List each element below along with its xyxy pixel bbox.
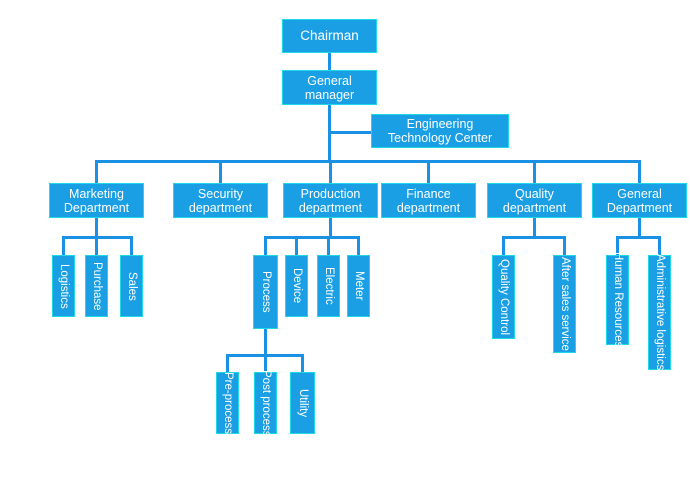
node-quality-line2: department: [502, 200, 567, 215]
connector-drop-administrative-logistics: [658, 236, 661, 256]
node-electric-label: Electric: [322, 267, 335, 305]
node-security-line2: department: [188, 200, 253, 215]
connector-quality-stem: [533, 218, 536, 238]
node-production-line2: department: [298, 200, 363, 215]
node-general-dept-line2: Department: [606, 200, 673, 215]
node-after-sales-service-label: After sales service: [558, 257, 571, 351]
node-general-manager-line2: manager: [304, 87, 355, 102]
node-general-department-label: General Department: [607, 187, 672, 215]
node-marketing-department[interactable]: Marketing Department: [49, 183, 144, 218]
node-security-department[interactable]: Security department: [173, 183, 268, 218]
node-production-department-label: Production department: [299, 187, 362, 215]
node-finance-department-label: Finance department: [397, 187, 460, 215]
node-process-label: Process: [259, 271, 272, 313]
node-device-label: Device: [290, 268, 303, 304]
node-general-dept-line1: General: [617, 186, 662, 201]
node-general-manager-line1: General: [307, 73, 352, 88]
connector-drop-logistics: [62, 236, 65, 256]
connector-drop-post-process: [264, 354, 267, 374]
node-chairman-label: Chairman: [300, 28, 359, 44]
node-production-line1: Production: [300, 186, 361, 201]
node-sales[interactable]: Sales: [120, 255, 143, 317]
node-chairman[interactable]: Chairman: [282, 19, 377, 53]
node-quality-department[interactable]: Quality department: [487, 183, 582, 218]
node-security-line1: Security: [197, 186, 244, 201]
connector-general-department-bus: [616, 236, 661, 239]
connector-drop-sales: [130, 236, 133, 256]
node-finance-line1: Finance: [406, 186, 451, 201]
node-post-process-label: Post process: [259, 369, 272, 437]
connector-process-stem: [264, 328, 267, 356]
node-purchase-label: Purchase: [90, 261, 103, 311]
node-quality-control[interactable]: Quality Control: [492, 255, 515, 339]
node-human-resources[interactable]: Human Resources: [606, 252, 629, 348]
node-pre-process-label: Pre-process: [221, 372, 234, 434]
node-engineering-technology-center-label: Engineering Technology Center: [388, 117, 492, 145]
connector-drop-security: [219, 160, 222, 183]
node-administrative-logistics-label: Administrative logistics: [653, 254, 666, 371]
node-after-sales-service[interactable]: After sales service: [553, 255, 576, 353]
connector-drop-device: [295, 236, 298, 256]
node-finance-line2: department: [396, 200, 461, 215]
connector-drop-electric: [327, 236, 330, 256]
node-meter[interactable]: Meter: [347, 255, 370, 317]
connector-drop-quality-control: [502, 236, 505, 256]
node-administrative-logistics[interactable]: Administrative logistics: [648, 254, 671, 371]
connector-quality-bus: [502, 236, 566, 239]
node-general-department[interactable]: General Department: [592, 183, 687, 218]
node-general-manager-label: General manager: [305, 74, 354, 102]
node-sales-label: Sales: [125, 271, 138, 301]
node-electric[interactable]: Electric: [317, 255, 340, 317]
node-marketing-line2: Department: [63, 200, 130, 215]
connector-drop-marketing: [95, 160, 98, 183]
node-finance-department[interactable]: Finance department: [381, 183, 476, 218]
node-pre-process[interactable]: Pre-process: [216, 372, 239, 434]
node-marketing-department-label: Marketing Department: [64, 187, 129, 215]
connector-drop-quality: [533, 160, 536, 183]
node-meter-label: Meter: [352, 271, 365, 301]
connector-drop-human-resources: [616, 236, 619, 256]
connector-department-bus: [95, 160, 641, 163]
node-utility[interactable]: Utility: [290, 372, 315, 434]
connector-drop-production: [329, 160, 332, 183]
connector-drop-utility: [301, 354, 304, 374]
node-process[interactable]: Process: [253, 255, 278, 329]
node-purchase[interactable]: Purchase: [85, 255, 108, 317]
node-logistics[interactable]: Logistics: [52, 255, 75, 317]
connector-general-manager-to-engineering-center: [330, 131, 372, 134]
connector-drop-general-department: [638, 160, 641, 183]
node-quality-department-label: Quality department: [503, 187, 566, 215]
connector-general-manager-stem: [328, 104, 331, 161]
connector-chairman-to-general-manager: [328, 52, 331, 71]
node-logistics-label: Logistics: [57, 263, 70, 309]
node-engineering-technology-center[interactable]: Engineering Technology Center: [371, 114, 509, 148]
connector-drop-process: [264, 236, 267, 256]
node-engineering-center-line2: Technology Center: [387, 131, 493, 145]
node-general-manager[interactable]: General manager: [282, 70, 377, 105]
node-marketing-line1: Marketing: [69, 186, 124, 201]
connector-drop-pre-process: [226, 354, 229, 374]
node-post-process[interactable]: Post process: [254, 369, 277, 437]
node-quality-control-label: Quality Control: [497, 258, 510, 336]
connector-production-stem: [329, 218, 332, 238]
node-security-department-label: Security department: [189, 187, 252, 215]
connector-drop-finance: [427, 160, 430, 183]
connector-drop-meter: [357, 236, 360, 256]
node-utility-label: Utility: [296, 388, 309, 418]
connector-production-bus: [264, 236, 359, 239]
connector-drop-purchase: [95, 236, 98, 256]
node-quality-line1: Quality: [515, 186, 554, 201]
connector-general-department-stem: [638, 218, 641, 238]
connector-drop-after-sales-service: [563, 236, 566, 256]
connector-marketing-stem: [95, 218, 98, 238]
node-human-resources-label: Human Resources: [611, 252, 624, 348]
node-device[interactable]: Device: [285, 255, 308, 317]
node-engineering-center-line1: Engineering: [406, 117, 474, 131]
node-production-department[interactable]: Production department: [283, 183, 378, 218]
